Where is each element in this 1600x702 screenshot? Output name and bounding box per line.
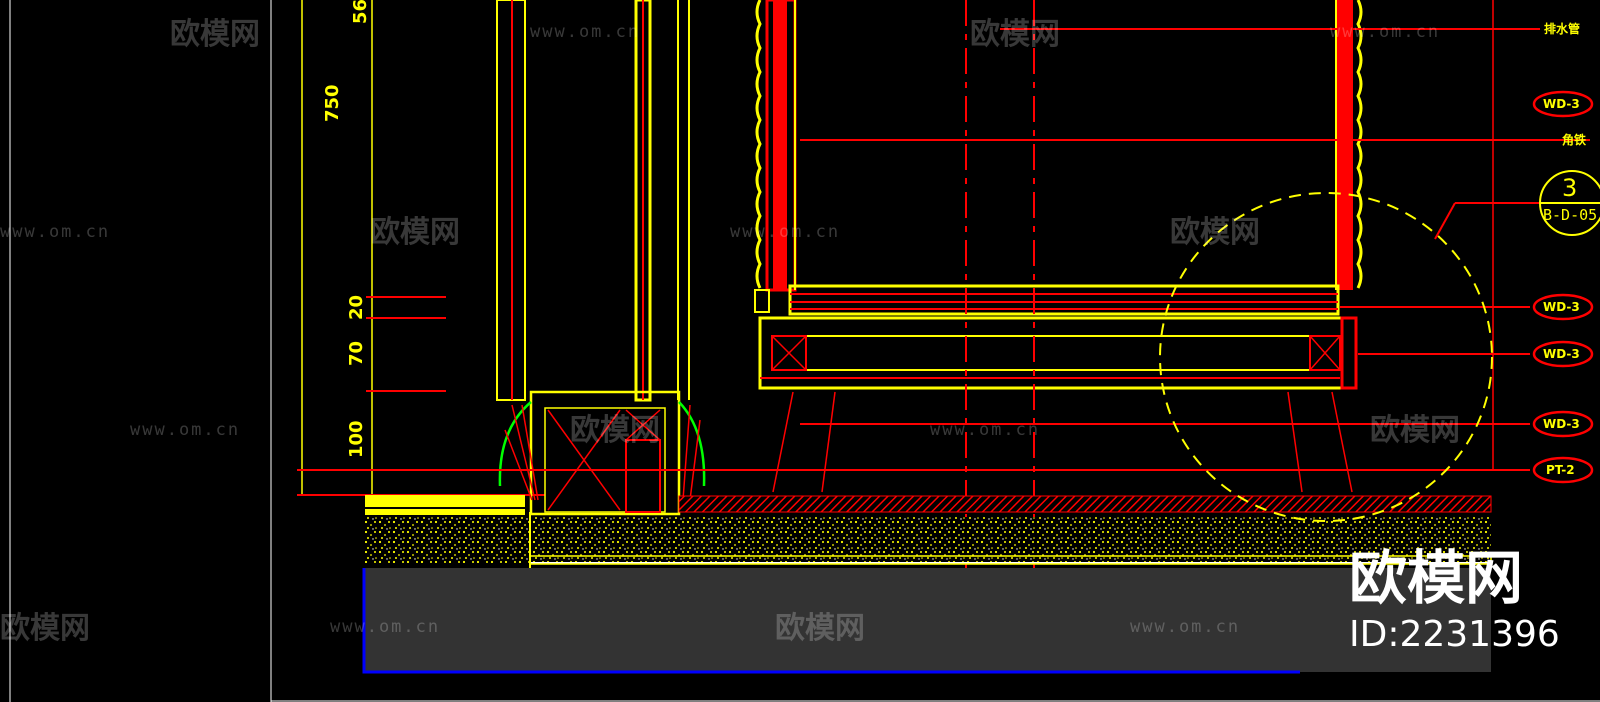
watermark-brand: 欧模网 <box>570 413 660 448</box>
leader-lines <box>297 0 1590 471</box>
brand-block: 欧模网 ID:2231396 <box>1349 544 1560 655</box>
watermark-url: www.om.cn <box>930 420 1040 440</box>
tag-wd3-base: WD-3 <box>1543 417 1580 431</box>
watermark-brand: 欧模网 <box>0 611 90 646</box>
watermark-url: www.om.cn <box>130 420 240 440</box>
note-angle-steel: 角铁 <box>1562 132 1586 147</box>
drawing-frame <box>9 0 1600 702</box>
watermark-url: www.om.cn <box>530 22 640 42</box>
jamb-section <box>496 0 706 516</box>
watermark-brand: 欧模网 <box>370 215 460 250</box>
watermark-url: www.om.cn <box>330 617 440 637</box>
watermark-url: www.om.cn <box>0 222 110 242</box>
dimension-label-56: 56 <box>350 0 371 24</box>
dimension-label-70: 70 <box>346 341 367 366</box>
detail-callout: 3 B-D-05 <box>1159 170 1600 522</box>
watermarks: 欧模网 欧模网 欧模网 欧模网 欧模网 欧模网 欧模网 欧模网 www.om.c… <box>0 17 1460 646</box>
watermark-brand: 欧模网 <box>970 17 1060 52</box>
detail-number: 3 <box>1562 174 1577 202</box>
dimension-label-20: 20 <box>346 295 367 320</box>
floor-layers <box>362 495 1492 674</box>
detail-reference: B-D-05 <box>1543 206 1597 224</box>
watermark-url: www.om.cn <box>730 222 840 242</box>
panel-elevation <box>754 0 1363 493</box>
watermark-url: www.om.cn <box>1330 22 1440 42</box>
brand-logo-text: 欧模网 <box>1349 544 1523 612</box>
brand-id-label: ID:2231396 <box>1349 614 1560 655</box>
note-drain-pipe: 排水管 <box>1544 21 1580 36</box>
watermark-brand: 欧模网 <box>775 611 865 646</box>
tag-pt2: PT-2 <box>1546 463 1575 477</box>
dimension-label-100: 100 <box>346 420 367 458</box>
centerlines <box>965 0 1035 672</box>
tag-wd3-top: WD-3 <box>1543 97 1580 111</box>
dimension-label-750: 750 <box>322 84 343 122</box>
watermark-brand: 欧模网 <box>1370 413 1460 448</box>
tag-wd3-rail: WD-3 <box>1543 300 1580 314</box>
tag-wd3-frame: WD-3 <box>1543 347 1580 361</box>
watermark-brand: 欧模网 <box>1170 215 1260 250</box>
watermark-url: www.om.cn <box>1130 617 1240 637</box>
material-tags: WD-3 WD-3 WD-3 WD-3 PT-2 排水管 角铁 <box>1532 21 1594 484</box>
watermark-brand: 欧模网 <box>170 17 260 52</box>
